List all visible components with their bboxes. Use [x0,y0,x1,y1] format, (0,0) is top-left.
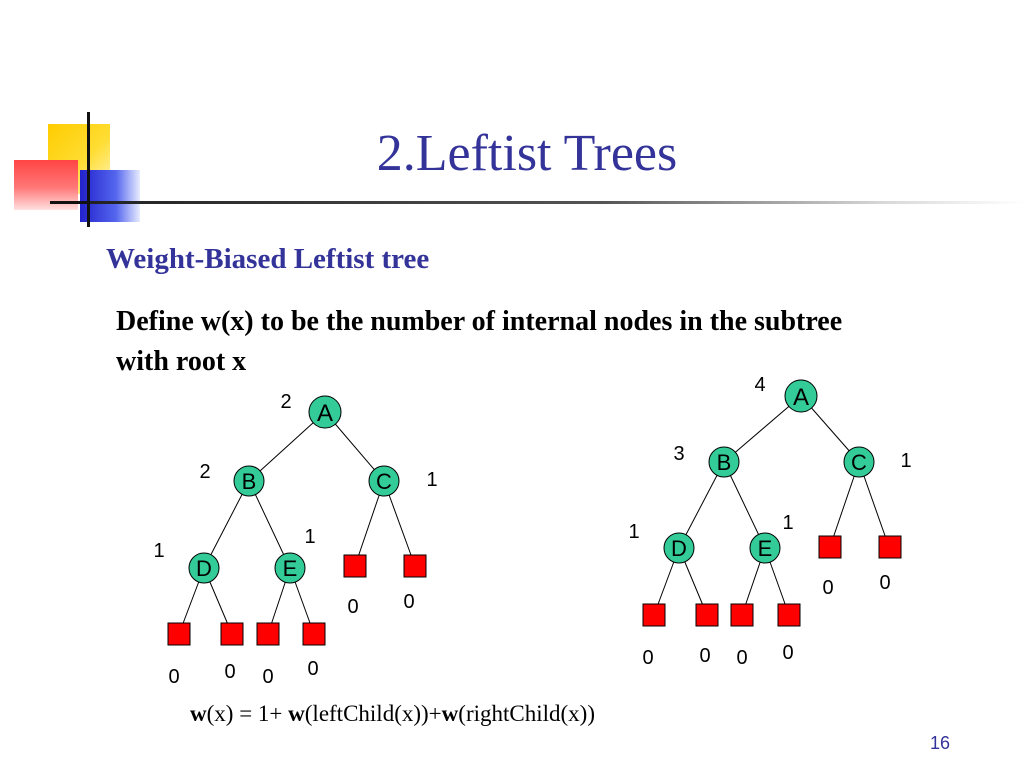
external-node [343,554,367,578]
formula-text: (leftChild(x))+ [304,701,442,726]
svg-text:E: E [283,556,298,581]
external-node [695,603,719,627]
tree-node-e: E [749,532,781,564]
edge [723,395,802,463]
tree-node-d: D [663,532,695,564]
weight-label: 4 [754,374,765,396]
definition-text: Define w(x) to be the number of internal… [116,306,843,377]
external-node [730,603,754,627]
weight-label: 2 [280,391,291,413]
formula-text: (x) = 1+ [206,701,289,726]
weight-label: 0 [347,596,358,618]
svg-text:B: B [717,450,732,475]
vertical-line [87,112,90,227]
weight-label: 1 [782,512,793,534]
weight-label: 2 [199,461,210,483]
tree-node-e: E [274,552,306,584]
formula-text: (rightChild(x)) [458,701,595,726]
edge [723,461,766,549]
svg-text:E: E [758,536,773,561]
slide-title: 2.Leftist Trees [376,125,678,182]
weight-label: 0 [262,666,273,688]
tree-node-d: D [188,552,220,584]
svg-text:C: C [376,469,392,494]
external-node [302,622,326,646]
tree-node-b: B [708,446,740,478]
external-node [818,535,842,559]
title-underline [90,201,1024,204]
svg-text:A: A [317,400,333,427]
external-node [256,622,280,646]
weight-label: 0 [168,666,179,688]
svg-text:D: D [196,556,212,581]
edge [248,411,326,482]
weight-label: 1 [900,450,911,472]
svg-text:D: D [671,536,687,561]
external-node [167,622,191,646]
weight-label: 0 [736,647,747,669]
external-node [403,554,427,578]
blue-square [80,170,140,222]
slide-subtitle: Weight-Biased Leftist tree [106,243,430,275]
weight-label: 1 [426,469,437,491]
svg-text:C: C [851,450,867,475]
formula-w: w [288,701,305,726]
weight-label: 0 [699,645,710,667]
weight-label: 0 [782,642,793,664]
tree-node-c: C [843,446,875,478]
weight-label: 1 [304,526,315,548]
weight-label: 0 [642,647,653,669]
weight-label: 1 [628,521,639,543]
corner-decoration [0,0,140,230]
weight-label: 0 [822,577,833,599]
page-number: 16 [930,733,951,753]
external-node [777,603,801,627]
tree-node-a: A [308,395,342,429]
formula-w: w [441,701,459,726]
tree-left: A B C D E 2 2 1 1 1 0 0 [153,391,437,688]
weight-label: 1 [153,540,164,562]
edge [678,461,725,549]
tree-node-c: C [368,465,400,497]
weight-label: 0 [224,661,235,683]
formula-w: w [190,701,207,726]
external-node [878,535,902,559]
weight-label: 0 [403,591,414,613]
weight-label: 0 [307,658,318,680]
svg-text:B: B [242,469,257,494]
external-node [642,603,666,627]
weight-formula: w(x) = 1+ w(leftChild(x))+w(rightChild(x… [190,701,595,727]
tree-right: A B C D E 4 3 1 1 1 0 0 [628,374,911,669]
tree-node-a: A [784,379,818,413]
weight-label: 0 [879,572,890,594]
external-node [220,622,244,646]
tree-node-b: B [233,465,265,497]
svg-text:A: A [793,384,809,411]
weight-label: 3 [673,443,684,465]
edge [248,480,291,569]
edge [203,480,250,569]
